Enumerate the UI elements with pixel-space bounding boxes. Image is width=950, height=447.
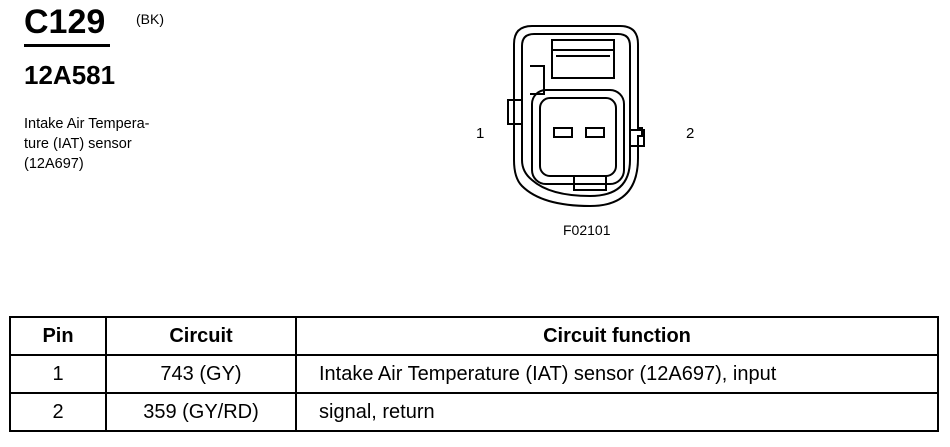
cell-circuit: 743 (GY) bbox=[105, 354, 297, 394]
part-number: 12A581 bbox=[24, 60, 116, 90]
housing-inner bbox=[521, 33, 631, 198]
terminal-1 bbox=[553, 127, 573, 138]
right-key bbox=[629, 129, 645, 147]
description-line: (12A697) bbox=[24, 156, 84, 172]
header-pin: Pin bbox=[9, 316, 107, 356]
terminal-cavity-inner bbox=[539, 97, 617, 177]
left-key bbox=[507, 99, 523, 125]
bottom-keyway bbox=[573, 176, 607, 191]
connector-diagram: 1 2 F02101 bbox=[470, 10, 710, 250]
connector-color-code: (BK) bbox=[136, 11, 164, 27]
cell-circuit-function: signal, return bbox=[295, 392, 939, 432]
figure-id: F02101 bbox=[563, 222, 611, 238]
table-row: 2 359 (GY/RD) signal, return bbox=[9, 392, 939, 432]
pinout-table: Pin Circuit Circuit function 1 743 (GY) … bbox=[9, 316, 939, 432]
table-header-row: Pin Circuit Circuit function bbox=[9, 316, 939, 356]
cell-circuit: 359 (GY/RD) bbox=[105, 392, 297, 432]
table-row: 1 743 (GY) Intake Air Temperature (IAT) … bbox=[9, 354, 939, 394]
description-line: ture (IAT) sensor bbox=[24, 136, 132, 152]
housing-outer bbox=[513, 25, 643, 208]
cell-circuit-function: Intake Air Temperature (IAT) sensor (12A… bbox=[295, 354, 939, 394]
locking-tab bbox=[551, 39, 615, 79]
terminal-cavity-outer bbox=[531, 89, 625, 185]
connector-face-drawing: 1 2 F02101 bbox=[476, 25, 694, 238]
pin-label-1: 1 bbox=[476, 125, 484, 142]
header-circuit-function: Circuit function bbox=[295, 316, 939, 356]
pin-label-2: 2 bbox=[686, 125, 694, 142]
connector-id: C129 bbox=[24, 3, 106, 41]
component-description: Intake Air Tempera- ture (IAT) sensor (1… bbox=[24, 114, 194, 174]
cell-pin: 2 bbox=[9, 392, 107, 432]
cell-pin: 1 bbox=[9, 354, 107, 394]
header-circuit: Circuit bbox=[105, 316, 297, 356]
terminal-2 bbox=[585, 127, 605, 138]
title-rule bbox=[24, 44, 110, 47]
description-line: Intake Air Tempera- bbox=[24, 116, 150, 132]
